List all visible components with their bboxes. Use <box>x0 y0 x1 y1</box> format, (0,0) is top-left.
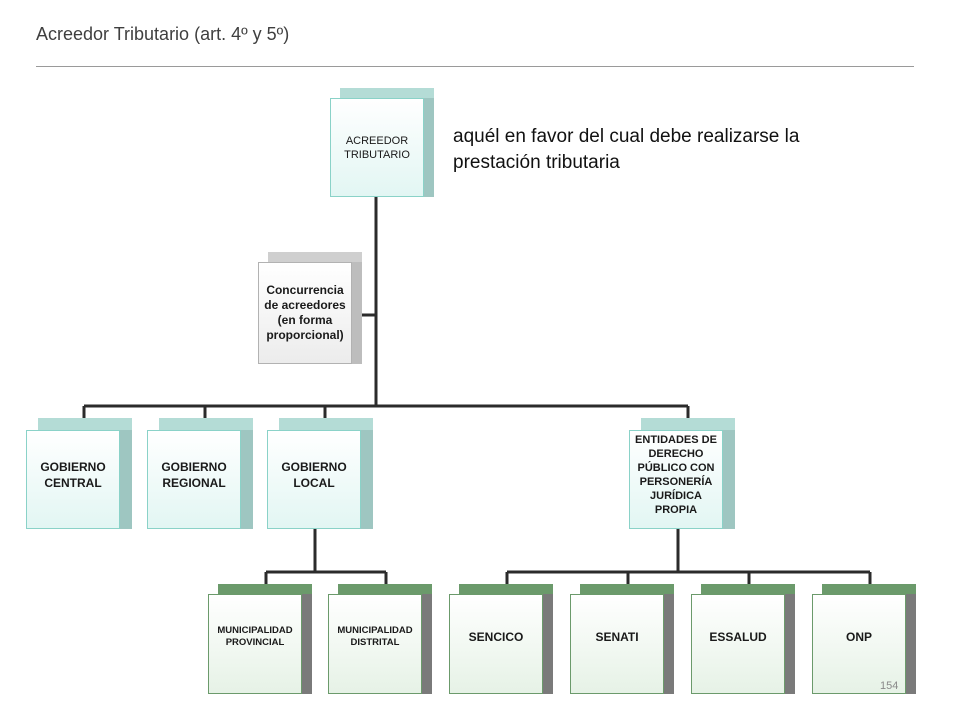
node-sencico-label: SENCICO <box>449 594 543 694</box>
node-acreedor-tributario: ACREEDOR TRIBUTARIO <box>330 88 434 197</box>
node-municipalidad-provincial-label: MUNICIPALIDAD PROVINCIAL <box>208 594 302 694</box>
node-gobierno-regional-label: GOBIERNO REGIONAL <box>147 430 241 529</box>
node-senati-label: SENATI <box>570 594 664 694</box>
node-gobierno-central-label: GOBIERNO CENTRAL <box>26 430 120 529</box>
node-gobierno-regional: GOBIERNO REGIONAL <box>147 418 253 529</box>
page-number: 154 <box>880 680 899 692</box>
node-municipalidad-provincial: MUNICIPALIDAD PROVINCIAL <box>208 584 312 694</box>
node-concurrencia-acreedores: Concurrencia de acreedores (en forma pro… <box>258 252 362 364</box>
slide-title: Acreedor Tributario (art. 4º y 5º) <box>36 24 290 44</box>
node-essalud: ESSALUD <box>691 584 795 694</box>
node-acreedor-tributario-label: ACREEDOR TRIBUTARIO <box>330 98 424 197</box>
node-entidades-derecho-publico: ENTIDADES DE DERECHO PÚBLICO CON PERSONE… <box>629 418 735 529</box>
node-senati: SENATI <box>570 584 674 694</box>
node-onp-label: ONP <box>812 594 906 694</box>
node-gobierno-central: GOBIERNO CENTRAL <box>26 418 132 529</box>
acreedor-definition: aquél en favor del cual debe realizarse … <box>453 126 800 173</box>
node-sencico: SENCICO <box>449 584 553 694</box>
node-essalud-label: ESSALUD <box>691 594 785 694</box>
node-entidades-label: ENTIDADES DE DERECHO PÚBLICO CON PERSONE… <box>629 430 723 529</box>
node-municipalidad-distrital-label: MUNICIPALIDAD DISTRITAL <box>328 594 422 694</box>
node-onp: ONP <box>812 584 916 694</box>
node-gobierno-local-label: GOBIERNO LOCAL <box>267 430 361 529</box>
title-divider <box>36 66 914 67</box>
node-municipalidad-distrital: MUNICIPALIDAD DISTRITAL <box>328 584 432 694</box>
node-concurrencia-label: Concurrencia de acreedores (en forma pro… <box>258 262 352 364</box>
node-gobierno-local: GOBIERNO LOCAL <box>267 418 373 529</box>
